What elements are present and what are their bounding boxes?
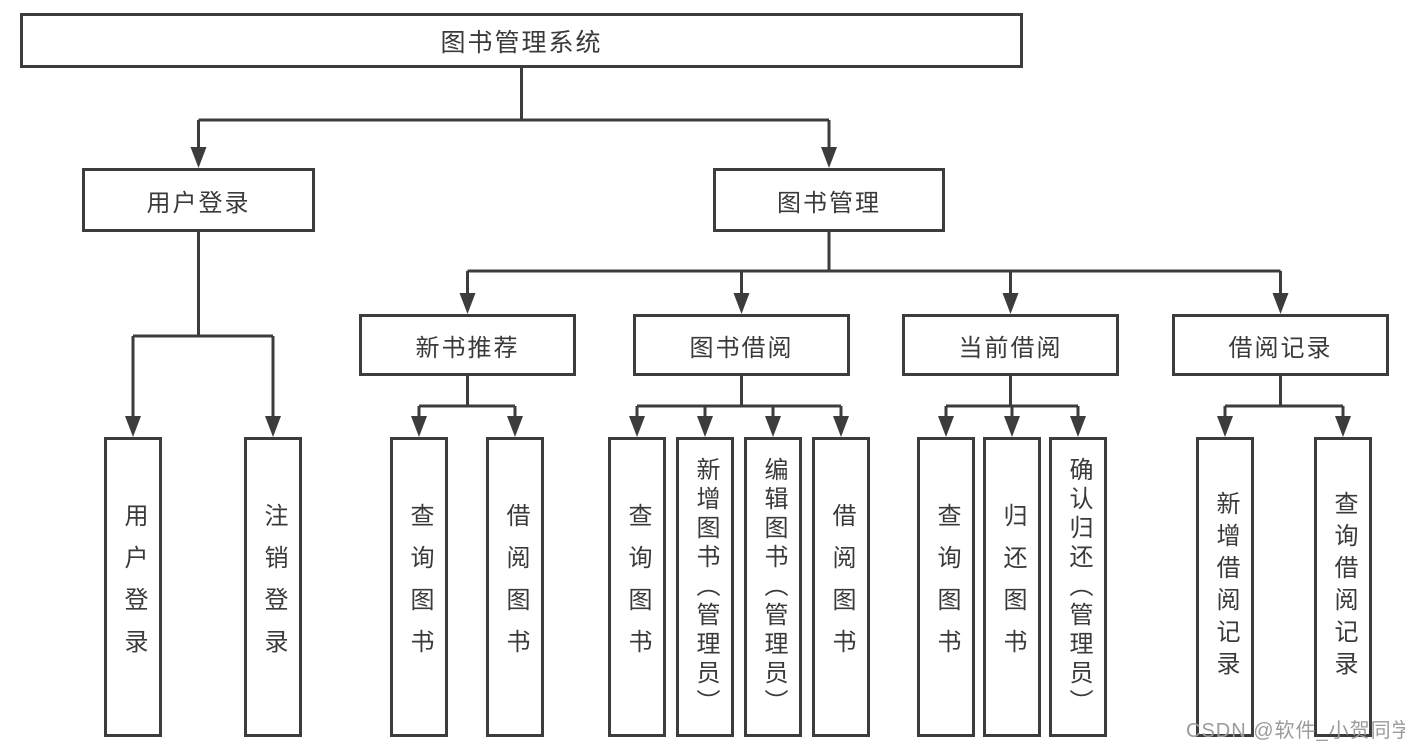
- arrow-icon: [459, 293, 476, 314]
- node-query-books-recommend: 查询图书: [390, 437, 448, 737]
- node-book-borrowing: 图书借阅: [633, 314, 850, 376]
- node-logout: 注销登录: [244, 437, 302, 737]
- node-add-book-admin: 新增图书（管理员）: [676, 437, 734, 737]
- connector-lines: [131, 68, 1345, 418]
- node-return-books: 归还图书: [983, 437, 1041, 737]
- arrow-icon: [821, 147, 837, 168]
- arrow-icon: [1217, 416, 1233, 437]
- arrow-icon: [1335, 416, 1351, 437]
- node-edit-book-admin: 编辑图书（管理员）: [744, 437, 802, 737]
- arrow-icon: [697, 416, 713, 437]
- arrow-icon: [507, 416, 523, 437]
- node-current-borrowing: 当前借阅: [902, 314, 1119, 376]
- node-query-borrow-record: 查询借阅记录: [1314, 437, 1372, 737]
- arrow-icon: [765, 416, 781, 437]
- node-user-login-leaf: 用户登录: [104, 437, 162, 737]
- node-query-books-borrow: 查询图书: [608, 437, 666, 737]
- arrow-icon: [629, 416, 645, 437]
- arrow-icon: [265, 416, 281, 437]
- arrow-icon: [938, 416, 954, 437]
- node-user-login: 用户登录: [82, 168, 315, 232]
- node-query-books-current: 查询图书: [917, 437, 975, 737]
- arrow-icon: [733, 293, 750, 314]
- arrow-icon: [190, 147, 207, 168]
- node-book-management: 图书管理: [713, 168, 945, 232]
- node-confirm-return-admin: 确认归还（管理员）: [1049, 437, 1107, 737]
- arrow-icon: [1272, 293, 1289, 314]
- node-add-borrow-record: 新增借阅记录: [1196, 437, 1254, 737]
- node-borrowing-records: 借阅记录: [1172, 314, 1389, 376]
- node-borrow-books-borrow: 借阅图书: [812, 437, 870, 737]
- arrow-icon: [1004, 416, 1020, 437]
- arrow-icon: [411, 416, 427, 437]
- arrow-icon: [125, 416, 141, 437]
- arrow-icon: [833, 416, 849, 437]
- arrow-icon: [1002, 293, 1019, 314]
- node-borrow-books-recommend: 借阅图书: [486, 437, 544, 737]
- node-new-book-recommend: 新书推荐: [359, 314, 576, 376]
- arrow-icon: [1070, 416, 1086, 437]
- watermark: CSDN @软件_小贺同学: [1186, 720, 1405, 742]
- node-library-system: 图书管理系统: [20, 13, 1023, 68]
